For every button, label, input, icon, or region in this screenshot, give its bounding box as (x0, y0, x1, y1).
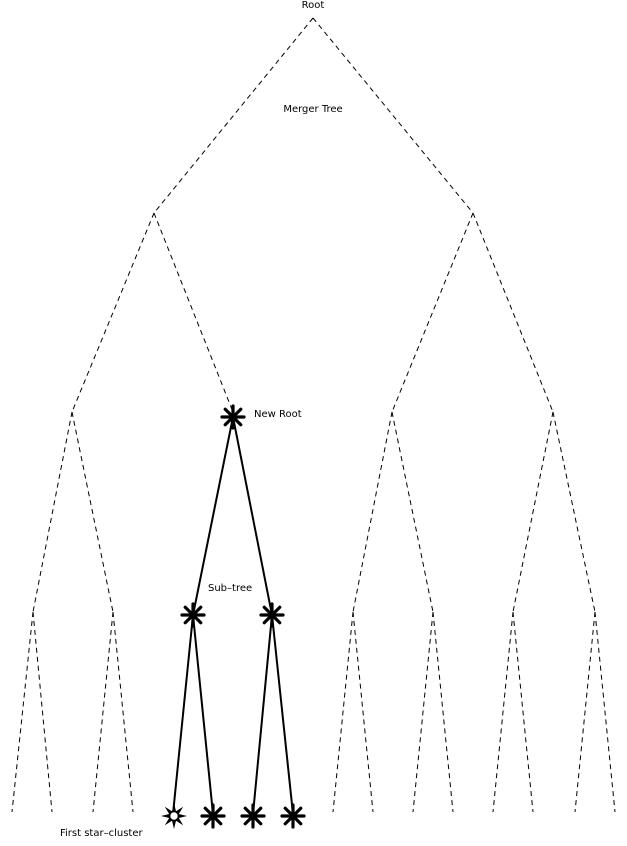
leaf-asterisk-icon (200, 803, 226, 829)
new-root-label: New Root (254, 409, 302, 420)
tree-edge (32, 611, 53, 813)
first-star-cluster-label: First star–cluster (60, 828, 143, 839)
tree-edge (153, 212, 234, 413)
tree-edge (112, 611, 134, 813)
tree-edge (352, 611, 374, 813)
subtree-solid-edges (172, 416, 294, 815)
merger-tree-dashed-edges (11, 17, 616, 813)
root-label: Root (302, 0, 325, 11)
tree-edge (71, 212, 155, 413)
tree-edge (153, 17, 314, 214)
subtree-edge (192, 416, 234, 616)
subtree-edge (271, 614, 294, 815)
tree-edge (32, 411, 73, 613)
tree-edge (92, 611, 114, 813)
tree-edge (391, 212, 474, 413)
subtree-edge (172, 614, 194, 815)
tree-edge (352, 411, 393, 613)
tree-edge (512, 411, 554, 613)
halo-markers (161, 404, 306, 829)
subtree-edge (252, 614, 273, 815)
tree-edge (312, 17, 474, 214)
tree-edge (391, 411, 434, 613)
tree-edge (71, 411, 114, 613)
tree-edge (472, 212, 554, 413)
tree-edge (412, 611, 434, 813)
leaf-asterisk-icon (280, 803, 306, 829)
tree-edge (432, 611, 454, 813)
first-star-cluster-icon (161, 803, 187, 829)
subtree-edge (232, 416, 273, 616)
tree-edge (574, 611, 596, 813)
tree-edge (594, 611, 616, 813)
subtree-node-asterisk-icon (180, 602, 206, 628)
diagram-title: Merger Tree (283, 104, 342, 115)
tree-edge (332, 611, 354, 813)
subtree-node-asterisk-icon (259, 602, 285, 628)
tree-edge (11, 611, 34, 813)
subtree-edge (192, 614, 214, 815)
subtree-label: Sub–tree (208, 583, 252, 594)
tree-edge (552, 411, 596, 613)
tree-edge (512, 611, 534, 813)
new-root-asterisk-icon (220, 404, 246, 430)
tree-edge (492, 611, 514, 813)
leaf-asterisk-icon (240, 803, 266, 829)
